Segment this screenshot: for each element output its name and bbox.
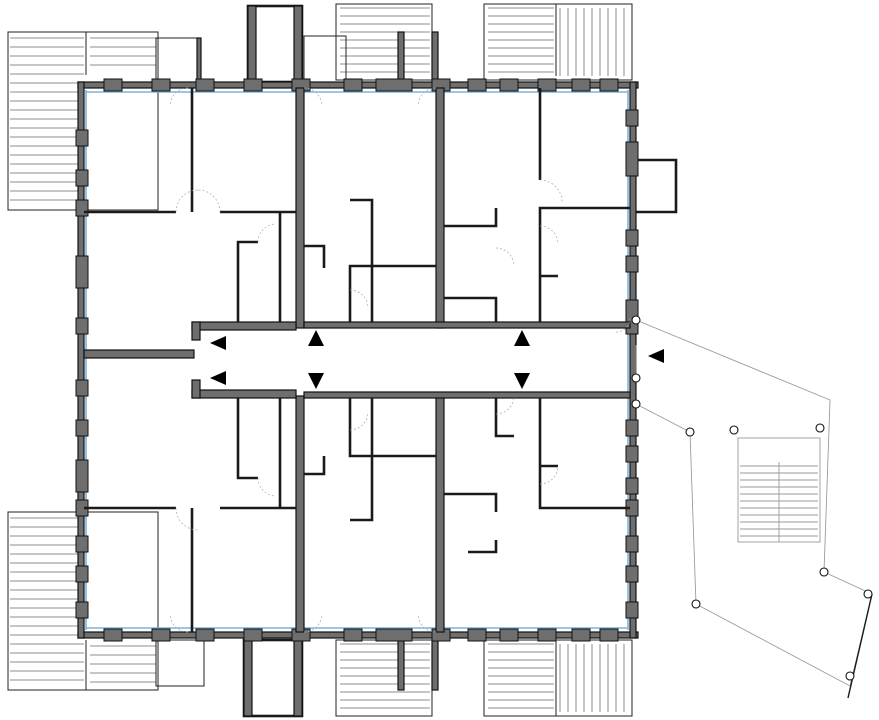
facade-pier bbox=[499, 628, 519, 642]
facade-pier bbox=[75, 535, 89, 553]
facade-pier bbox=[195, 78, 215, 92]
arrow-down-icon bbox=[308, 373, 324, 389]
facade-pier bbox=[625, 141, 639, 177]
facade-pier bbox=[75, 459, 89, 493]
facade-pier bbox=[571, 78, 591, 92]
facade-pier bbox=[467, 78, 487, 92]
column-circle bbox=[631, 315, 641, 325]
bay-east bbox=[630, 158, 678, 214]
arrow-left-icon bbox=[210, 336, 226, 350]
facade-pier bbox=[75, 255, 89, 289]
facade-pier bbox=[243, 628, 263, 642]
facade-pier bbox=[599, 628, 619, 642]
facade-pier bbox=[625, 535, 639, 553]
arrow-left-icon bbox=[648, 349, 664, 363]
loggia-south-west bbox=[155, 639, 205, 687]
loggia-north-center bbox=[246, 4, 304, 84]
balcony-south-left bbox=[335, 639, 433, 717]
facade-piers bbox=[75, 78, 639, 642]
column-circle bbox=[631, 373, 641, 383]
facade-pier bbox=[75, 199, 89, 217]
balcony-north-right bbox=[483, 3, 633, 81]
corridor-arrows bbox=[210, 330, 664, 389]
facade-pier bbox=[599, 78, 619, 92]
facade-pier bbox=[75, 379, 89, 397]
facade-pier bbox=[625, 419, 639, 437]
facade-pier bbox=[375, 628, 413, 642]
balcony-north-left bbox=[335, 3, 433, 81]
facade-pier bbox=[151, 628, 171, 642]
facade-pier bbox=[75, 129, 89, 147]
column-circle bbox=[729, 425, 739, 435]
facade-pier bbox=[75, 601, 89, 619]
facade-pier bbox=[75, 565, 89, 583]
loggia-south-center bbox=[242, 638, 304, 718]
facade-pier bbox=[75, 419, 89, 437]
facade-pier bbox=[103, 78, 123, 92]
facade-pier bbox=[103, 628, 123, 642]
site-outline bbox=[635, 319, 873, 699]
facade-pier bbox=[625, 109, 639, 127]
column-circle bbox=[631, 399, 641, 409]
facade-pier bbox=[343, 78, 363, 92]
interior-walls bbox=[83, 87, 631, 633]
balcony-south-right bbox=[483, 639, 633, 717]
column-circle bbox=[863, 589, 873, 599]
facade-pier bbox=[537, 628, 557, 642]
loggia-north-west bbox=[155, 37, 202, 83]
balcony-west-top bbox=[7, 31, 159, 211]
facade-pier bbox=[343, 628, 363, 642]
exterior-stair bbox=[737, 437, 821, 543]
facade-pier bbox=[467, 628, 487, 642]
arrow-down-icon bbox=[514, 373, 530, 389]
facade-pier bbox=[499, 78, 519, 92]
facade-pier bbox=[151, 78, 171, 92]
column-circle bbox=[819, 567, 829, 577]
facade-pier bbox=[243, 78, 263, 92]
column-circle bbox=[685, 427, 695, 437]
facade-pier bbox=[625, 565, 639, 583]
facade-pier bbox=[375, 78, 413, 92]
facade-pier bbox=[625, 255, 639, 273]
exterior-walls bbox=[77, 81, 639, 639]
facade-pier bbox=[625, 601, 639, 619]
facade-pier bbox=[537, 78, 557, 92]
arrow-left-icon bbox=[210, 371, 226, 385]
facade-pier bbox=[195, 628, 215, 642]
facade-pier bbox=[571, 628, 591, 642]
facade-pier bbox=[625, 477, 639, 495]
column-circle bbox=[815, 423, 825, 433]
arrow-up-icon bbox=[514, 330, 530, 346]
site-columns bbox=[631, 315, 873, 681]
door-swings bbox=[169, 87, 631, 633]
arrow-up-icon bbox=[308, 330, 324, 346]
facade-pier bbox=[625, 445, 639, 463]
facade-pier bbox=[75, 317, 89, 335]
facade-pier bbox=[75, 169, 89, 187]
column-circle bbox=[691, 599, 701, 609]
column-circle bbox=[845, 671, 855, 681]
facade-pier bbox=[625, 229, 639, 247]
loggia-south-mid bbox=[397, 639, 439, 691]
